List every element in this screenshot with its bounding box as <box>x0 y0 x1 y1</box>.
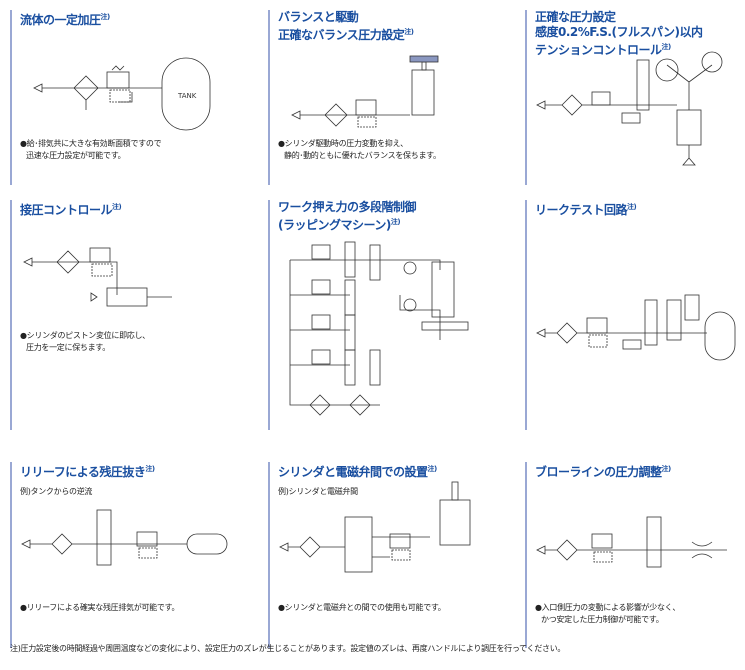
panel-note: ●リリーフによる確実な残圧排気が可能です。 <box>20 603 180 612</box>
panel-cylinder-valve-install: シリンダと電磁弁間での設置注) 例)シリンダと電磁弁間 ●シリンダと電磁弁との間… <box>268 462 518 648</box>
circuit-diagram: TANK <box>33 57 211 131</box>
panel-note: ●シリンダと電磁弁との間での使用も可能です。 <box>278 603 446 612</box>
panel-tension-control: 正確な圧力設定感度0.2%F.S.(フルスパン)以内テンションコントロール注) <box>525 10 740 185</box>
panel-title: 流体の一定加圧注) <box>20 13 110 27</box>
panel-title: ワーク押え力の多段階制御(ラッピングマシーン)注) <box>278 200 417 232</box>
circuit-diagram <box>289 241 469 416</box>
panel-note: ●シリンダのピストン変位に即応し、圧力を一定に保ちます。 <box>20 331 150 352</box>
circuit-diagram <box>291 55 439 128</box>
circuit-diagram <box>279 481 471 573</box>
circuit-diagram <box>21 509 228 566</box>
panel-example: 例)タンクからの逆流 <box>20 487 93 496</box>
panel-title: ブローラインの圧力調整注) <box>535 465 671 479</box>
panel-blow-line: ブローラインの圧力調整注) ●入口側圧力の変動による影響が少なく、かつ安定した圧… <box>525 462 740 648</box>
panel-title: バランスと駆動正確なバランス圧力設定注) <box>278 10 414 42</box>
circuit-diagram <box>536 294 736 361</box>
circuit-diagram <box>23 247 172 307</box>
circuit-diagram <box>536 516 727 568</box>
panel-title: 接圧コントロール注) <box>20 203 122 217</box>
panel-note: ●入口側圧力の変動による影響が少なく、かつ安定した圧力制御が可能です。 <box>535 603 681 624</box>
panel-title: リークテスト回路注) <box>535 203 637 217</box>
panel-note: ●給･排気共に大きな有効断面積ですので迅速な圧力設定が可能です。 <box>20 139 162 160</box>
panel-balance-drive: バランスと駆動正確なバランス圧力設定注) ●シリンダ駆動時の圧力変動を抑え、静的… <box>268 10 518 185</box>
panel-multistage-control: ワーク押え力の多段階制御(ラッピングマシーン)注) <box>268 200 518 430</box>
panel-example: 例)シリンダと電磁弁間 <box>278 487 358 496</box>
panel-note: ●シリンダ駆動時の圧力変動を抑え、静的･動的ともに優れたバランスを保ちます。 <box>278 139 441 160</box>
panel-contact-pressure: 接圧コントロール注) ●シリンダのピストン変位に即応し、圧力を一定に保ちます。 <box>10 200 260 430</box>
panel-relief-residual: リリーフによる残圧抜き注) 例)タンクからの逆流 ●リリーフによる確実な残圧排気… <box>10 462 260 648</box>
panel-leak-test: リークテスト回路注) <box>525 200 740 430</box>
panel-title: シリンダと電磁弁間での設置注) <box>278 465 437 479</box>
panel-title: 正確な圧力設定感度0.2%F.S.(フルスパン)以内テンションコントロール注) <box>535 10 703 57</box>
panel-constant-pressurization: 流体の一定加圧注) TANK ●給･排気共に大きな有効断面積ですので迅速な圧力設… <box>10 10 260 185</box>
panel-title: リリーフによる残圧抜き注) <box>20 465 155 479</box>
tank-label: TANK <box>177 92 197 100</box>
footnote: 注)圧力設定後の時間経過や周囲温度などの変化により、設定圧力のズレが生じることが… <box>10 644 566 653</box>
circuit-diagram <box>536 51 723 166</box>
